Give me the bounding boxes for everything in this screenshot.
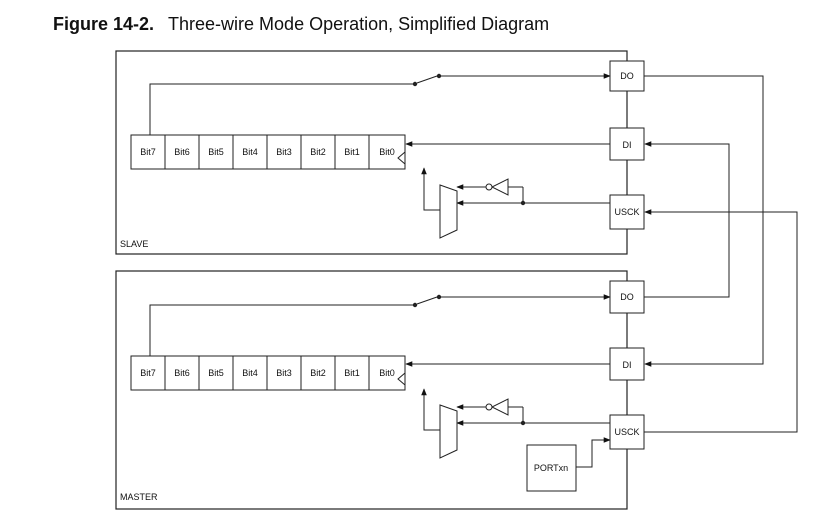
- slave-bit-label: Bit6: [174, 147, 190, 157]
- slave-usck-label: USCK: [614, 207, 639, 217]
- master-bit-cell: [164, 355, 200, 391]
- master-bit-label: Bit0: [379, 368, 395, 378]
- slave-bit-label: Bit3: [276, 147, 292, 157]
- master-bit-label: Bit4: [242, 368, 258, 378]
- figure-number: Figure 14-2.: [53, 14, 155, 34]
- slave-inverter-icon: [490, 178, 509, 196]
- master-bit-label: Bit1: [344, 368, 360, 378]
- slave-do-to-master-di-wire: [644, 75, 764, 367]
- slave-do-label: DO: [620, 71, 634, 81]
- slave-unit: SLAVE Bit7 Bit6 Bit5 Bit4 Bit3 Bit2 Bit1…: [115, 50, 645, 255]
- slave-do-wire: [149, 83, 414, 135]
- master-label: MASTER: [120, 492, 158, 502]
- figure-title: Three-wire Mode Operation, Simplified Di…: [168, 14, 550, 34]
- master-bit-label: Bit6: [174, 368, 190, 378]
- master-do-label: DO: [620, 292, 634, 302]
- slave-bit-cell: [130, 134, 166, 170]
- master-do-to-slave-di-wire: [644, 141, 730, 298]
- interconnect-wires: [644, 75, 798, 433]
- slave-bit-cell: [334, 134, 370, 170]
- slave-bit-label: Bit2: [310, 147, 326, 157]
- figure-caption: Figure 14-2. Three-wire Mode Operation, S…: [53, 14, 549, 35]
- slave-di-label: DI: [623, 140, 632, 150]
- master-bit-label: Bit7: [140, 368, 156, 378]
- master-di-pin: [609, 347, 645, 381]
- slave-bit-label: Bit0: [379, 147, 395, 157]
- slave-bit-cell: [198, 134, 234, 170]
- master-unit: MASTER Bit7 Bit6 Bit5 Bit4 Bit3 Bit2 Bit…: [115, 270, 645, 510]
- slave-bit-cell: [232, 134, 268, 170]
- master-mux-icon: [439, 404, 458, 459]
- slave-bit-label: Bit1: [344, 147, 360, 157]
- master-bit-cell: [130, 355, 166, 391]
- master-bit-cell: [266, 355, 302, 391]
- master-shift-register: Bit7 Bit6 Bit5 Bit4 Bit3 Bit2 Bit1 Bit0: [130, 355, 406, 391]
- slave-clock-input-icon: [397, 151, 406, 165]
- master-di-label: DI: [623, 360, 632, 370]
- slave-label: SLAVE: [120, 239, 148, 249]
- master-do-pin: [609, 280, 645, 314]
- master-bit-label: Bit5: [208, 368, 224, 378]
- master-port-block: [526, 444, 577, 492]
- slave-bit-cell: [300, 134, 336, 170]
- master-bit-label: Bit2: [310, 368, 326, 378]
- master-inverter-icon: [490, 398, 509, 416]
- slave-switch-icon: [416, 75, 438, 84]
- master-usck-label: USCK: [614, 427, 639, 437]
- slave-usck-pin: [609, 194, 645, 230]
- usck-clock-wire: [644, 209, 798, 433]
- master-bit-label: Bit3: [276, 368, 292, 378]
- master-clock-input-icon: [397, 372, 406, 386]
- master-bit-cell: [300, 355, 336, 391]
- slave-bit-label: Bit4: [242, 147, 258, 157]
- slave-bit-label: Bit5: [208, 147, 224, 157]
- slave-bit-label: Bit7: [140, 147, 156, 157]
- slave-mux-icon: [439, 184, 458, 239]
- master-bit-cell: [232, 355, 268, 391]
- master-bit-cell: [368, 355, 406, 391]
- slave-shift-register: Bit7 Bit6 Bit5 Bit4 Bit3 Bit2 Bit1 Bit0: [130, 134, 406, 170]
- master-switch-icon: [416, 296, 438, 305]
- master-bit-cell: [334, 355, 370, 391]
- master-bit-cell: [198, 355, 234, 391]
- master-frame: [115, 270, 628, 510]
- slave-bit-cell: [368, 134, 406, 170]
- slave-di-pin: [609, 127, 645, 161]
- slave-do-pin: [609, 60, 645, 92]
- slave-bit-cell: [266, 134, 302, 170]
- master-do-wire: [149, 304, 414, 356]
- master-port-label: PORTxn: [534, 463, 568, 473]
